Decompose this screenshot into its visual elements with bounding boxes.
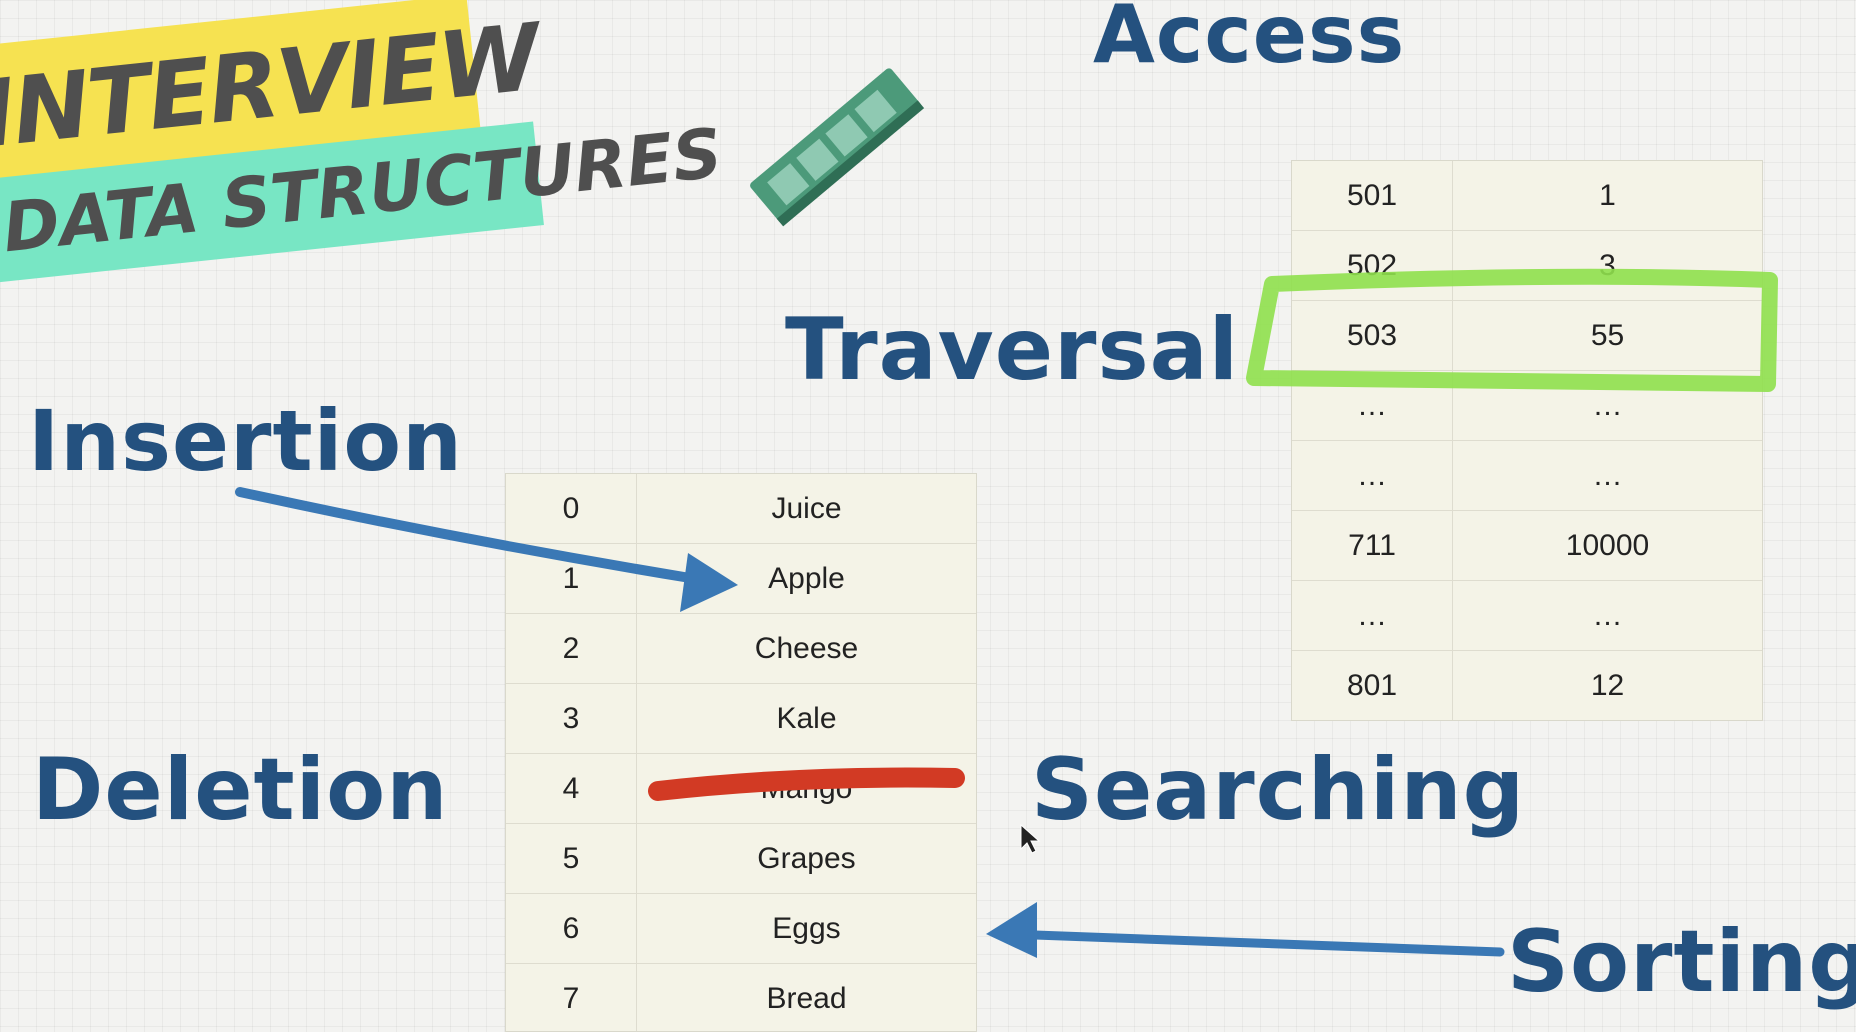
address-cell: … — [1292, 581, 1453, 650]
table-row: 5 Grapes — [506, 824, 976, 894]
index-cell: 3 — [506, 684, 637, 753]
item-cell: Apple — [768, 561, 845, 595]
index-cell: 1 — [506, 544, 637, 613]
array-table: 0 Juice 1 Apple 2 Cheese 3 Kale 4 Mango 5 Grap… — [505, 473, 977, 1032]
traversal-heading: Traversal — [785, 300, 1240, 400]
sorting-heading: Sorting — [1507, 912, 1856, 1012]
table-row: …… — [1292, 441, 1762, 511]
sorting-arrow-icon — [986, 902, 1505, 958]
address-cell: 501 — [1292, 161, 1453, 230]
table-row: 711 10000 — [1292, 511, 1762, 581]
table-row: 1 Apple — [506, 544, 976, 614]
value-cell: … — [1592, 598, 1623, 632]
value-cell: 1 — [1599, 178, 1616, 212]
value-cell: 10000 — [1565, 528, 1650, 562]
item-cell: Juice — [771, 491, 842, 525]
table-row: 4 Mango — [506, 754, 976, 824]
index-cell: 4 — [506, 754, 637, 823]
address-cell: … — [1292, 441, 1453, 510]
value-cell: 12 — [1590, 668, 1625, 702]
deletion-heading: Deletion — [32, 740, 449, 840]
index-cell: 7 — [506, 964, 637, 1031]
table-row: 801 12 — [1292, 651, 1762, 720]
value-cell: 55 — [1590, 318, 1625, 352]
item-cell: Grapes — [757, 841, 856, 875]
item-cell: Eggs — [772, 911, 841, 945]
table-row: 501 1 — [1292, 161, 1762, 231]
item-cell: Cheese — [754, 631, 859, 665]
index-cell: 0 — [506, 474, 637, 543]
table-row: 3 Kale — [506, 684, 976, 754]
table-row: …… — [1292, 581, 1762, 651]
value-cell: … — [1592, 458, 1623, 492]
index-cell: 2 — [506, 614, 637, 683]
searching-heading: Searching — [1031, 740, 1526, 840]
table-row: 0 Juice — [506, 474, 976, 544]
table-row: …… — [1292, 371, 1762, 441]
item-cell: Kale — [776, 701, 837, 735]
ram-chip-icon — [750, 68, 925, 227]
table-row: 7 Bread — [506, 964, 976, 1031]
table-row: 2 Cheese — [506, 614, 976, 684]
value-cell: … — [1592, 388, 1623, 422]
address-cell: 502 — [1292, 231, 1453, 300]
table-row: 502 3 — [1292, 231, 1762, 301]
table-row: 503 55 — [1292, 301, 1762, 371]
item-cell: Bread — [766, 981, 847, 1015]
insertion-heading: Insertion — [28, 392, 463, 490]
address-cell: … — [1292, 371, 1453, 440]
address-cell: 711 — [1292, 511, 1453, 580]
address-cell: 503 — [1292, 301, 1453, 370]
table-row: 6 Eggs — [506, 894, 976, 964]
address-cell: 801 — [1292, 651, 1453, 720]
item-cell: Mango — [760, 771, 853, 805]
access-heading: Access — [1093, 0, 1406, 81]
value-cell: 3 — [1599, 248, 1616, 282]
index-cell: 5 — [506, 824, 637, 893]
index-cell: 6 — [506, 894, 637, 963]
